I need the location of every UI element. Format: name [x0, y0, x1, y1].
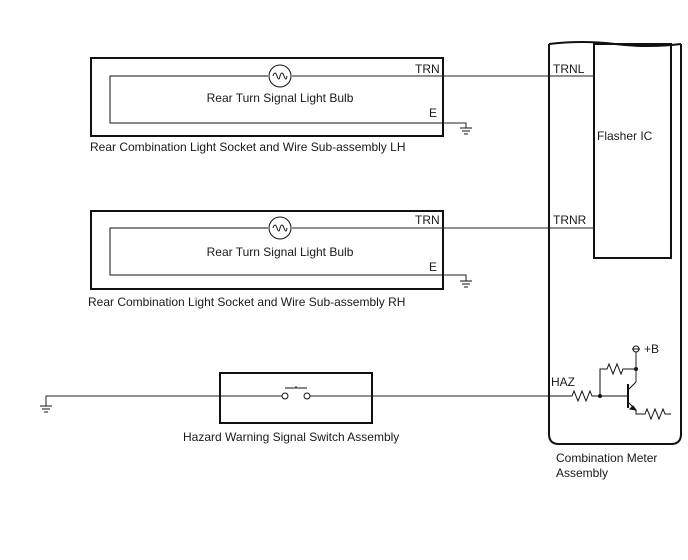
- bias-resistor-icon: [599, 362, 636, 396]
- rh-bulb-loop-wire: [109, 227, 443, 276]
- combination-meter-caption-line2: Assembly: [556, 466, 608, 480]
- flasher-ic-box: [593, 43, 672, 259]
- lh-ground-wire: [443, 122, 467, 128]
- hazard-switch-caption: Hazard Warning Signal Switch Assembly: [183, 430, 399, 444]
- switch-contact-icon: [281, 386, 311, 400]
- haz-resistor-icon: [549, 389, 628, 403]
- lh-bulb-icon: [268, 64, 292, 88]
- combination-meter-outline: [548, 44, 682, 445]
- rh-assembly-outer-box: [90, 210, 444, 290]
- pin-trnr: TRNR: [553, 213, 587, 227]
- rh-bulb-label: Rear Turn Signal Light Bulb: [207, 245, 354, 259]
- lh-pin-e: E: [429, 106, 437, 120]
- hazard-switch-assembly: Hazard Warning Signal Switch Assembly: [40, 372, 549, 444]
- hazard-ground-wire: [45, 395, 220, 406]
- rh-ground-icon: [460, 280, 472, 288]
- lh-assembly: Rear Turn Signal Light Bulb TRN E Rear C…: [90, 57, 549, 154]
- lh-ground-icon: [460, 127, 472, 135]
- rh-ground-wire: [443, 274, 467, 281]
- flasher-ic-label: Flasher IC: [597, 129, 653, 143]
- lh-assembly-caption: Rear Combination Light Socket and Wire S…: [90, 140, 405, 154]
- lh-bulb-label: Rear Turn Signal Light Bulb: [207, 91, 354, 105]
- combination-meter-assembly: Flasher IC TRNL TRNR HAZ +B Combination …: [548, 41, 682, 480]
- rh-assembly: Rear Turn Signal Light Bulb TRN E Rear C…: [88, 210, 549, 309]
- lh-bulb-loop-wire: [109, 75, 443, 124]
- rh-pin-e: E: [429, 260, 437, 274]
- pin-trnl: TRNL: [553, 62, 585, 76]
- rh-pin-trn: TRN: [415, 213, 440, 227]
- hazard-ground-icon: [40, 405, 52, 413]
- lh-assembly-outer-box: [90, 57, 444, 137]
- supply-label: +B: [644, 342, 659, 356]
- transistor-icon: [627, 381, 638, 411]
- rh-assembly-caption: Rear Combination Light Socket and Wire S…: [88, 295, 405, 309]
- hazard-switch-box: [219, 372, 373, 424]
- output-resistor-icon: [635, 407, 671, 421]
- rh-bulb-icon: [268, 216, 292, 240]
- lh-pin-trn: TRN: [415, 62, 440, 76]
- combination-meter-caption-line1: Combination Meter: [556, 451, 657, 465]
- pin-haz: HAZ: [551, 375, 575, 389]
